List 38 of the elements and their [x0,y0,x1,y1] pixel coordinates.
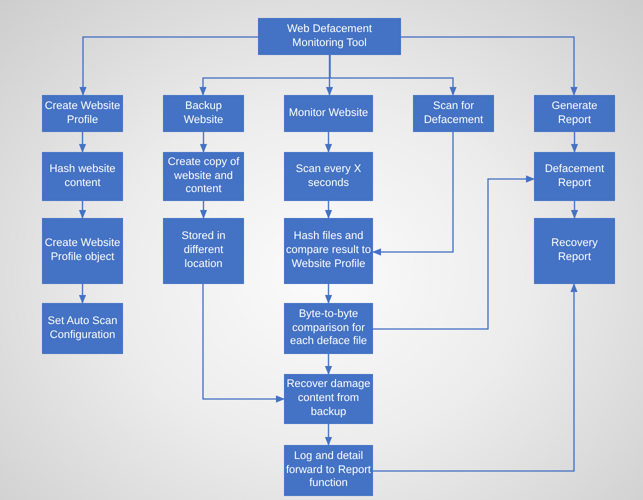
process-box: Create Website Profile [42,95,123,132]
process-box: Recover damage content from backup [284,374,373,424]
process-box: Monitor Website [284,95,373,132]
process-box: Defacement Report [534,152,615,201]
process-box: Stored in different location [163,218,244,284]
arrow [324,424,332,446]
arrow [324,354,332,375]
process-box: Hash files and compare result to Website Profile [284,218,373,284]
arrow [570,201,578,219]
process-box: Create Website Profile object [42,218,123,284]
arrow [79,36,258,96]
arrow [202,284,285,403]
process-box: Byte-to-byte comparison for each deface file [284,303,373,354]
arrow [401,36,578,96]
arrow [373,283,578,472]
process-box: Scan every X seconds [284,152,373,201]
process-box: Generate Report [534,95,615,132]
arrow [78,132,86,153]
arrow [326,55,334,96]
process-box: Recovery Report [534,218,615,284]
process-box: Set Auto Scan Configuration [42,303,123,354]
arrow [329,55,457,96]
process-box: Web Defacement Monitoring Tool [258,18,401,55]
arrow [324,132,332,153]
arrow [373,175,535,330]
process-box: Hash website content [42,152,123,201]
arrow [324,284,332,304]
arrow [200,201,208,219]
process-box: Log and detail forward to Report function [284,445,373,496]
arrow [570,132,578,153]
arrow [78,201,86,219]
process-box: Scan for Defacement [413,95,494,132]
process-box: Backup Website [163,95,244,132]
arrow [200,132,208,153]
arrow [78,284,86,304]
arrow [324,201,332,219]
arrow [372,132,454,256]
process-box: Create copy of website and content [163,152,244,201]
